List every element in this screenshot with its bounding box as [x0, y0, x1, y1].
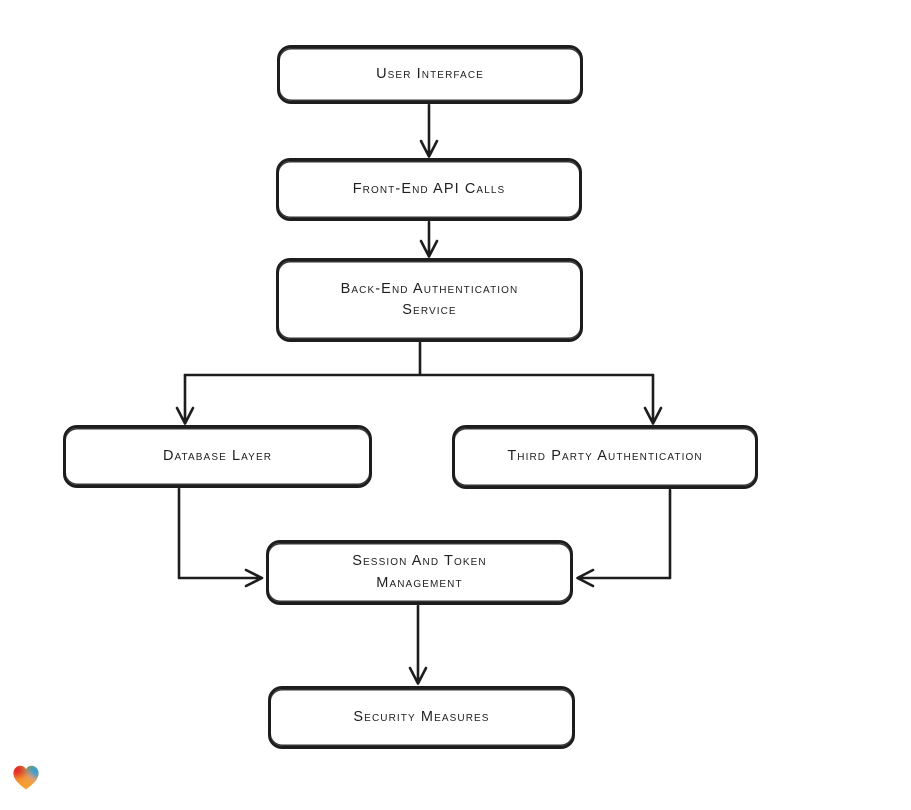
edge-database-to-session	[177, 487, 264, 588]
heart-icon	[13, 765, 39, 790]
node-label: Security Measures	[353, 708, 490, 725]
node-label: User Interface	[376, 65, 484, 82]
node-label: Front-End API Calls	[352, 180, 506, 197]
node-session-and-token-management[interactable]: Session And Token Management	[266, 540, 573, 605]
node-label-line2: Service	[402, 302, 457, 318]
edge-backend-branch-trunk	[183, 341, 655, 377]
node-label: Third Party Authentication	[507, 448, 703, 465]
edge-branch-to-thirdparty	[643, 373, 663, 425]
node-back-end-authentication-service[interactable]: Back-End Authentication Service	[276, 258, 583, 342]
edge-ui-to-frontend	[419, 103, 439, 158]
edge-thirdparty-to-session	[576, 488, 672, 588]
node-label-line2: Management	[376, 574, 463, 591]
node-database-layer[interactable]: Database Layer	[63, 425, 372, 488]
node-front-end-api-calls[interactable]: Front-End API Calls	[276, 158, 582, 221]
node-label-line1: Session And Token	[352, 553, 487, 570]
edge-frontend-to-backend	[419, 220, 439, 258]
edge-session-to-security	[408, 604, 428, 685]
node-label-line1: Back-End Authentication	[340, 280, 519, 297]
heart-logo[interactable]	[12, 764, 40, 791]
node-third-party-authentication[interactable]: Third Party Authentication	[452, 425, 758, 489]
node-label: Database Layer	[162, 447, 273, 464]
node-security-measures[interactable]: Security Measures	[268, 686, 575, 749]
node-user-interface[interactable]: User Interface	[277, 45, 583, 104]
edge-branch-to-database	[175, 373, 195, 425]
